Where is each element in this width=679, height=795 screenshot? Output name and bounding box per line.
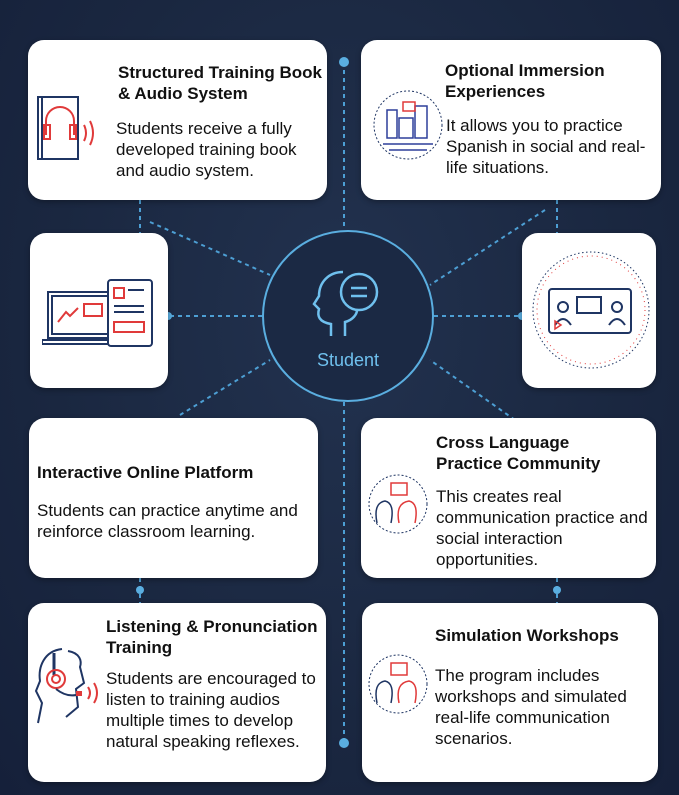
- card-body: The program includes workshops and simul…: [435, 666, 627, 748]
- card-body: This creates real communication practice…: [436, 487, 648, 569]
- student-hub: Student: [262, 230, 434, 402]
- card-laptop-tablet: [30, 233, 168, 388]
- laptop-tablet-icon: [42, 279, 153, 347]
- head-speech-bubble-icon: [312, 270, 379, 336]
- card-immersion: Optional Immersion Experiences It allows…: [361, 40, 661, 200]
- card-title: Interactive Online Platform: [37, 463, 254, 482]
- card-title: Listening & Pronunciation Training: [106, 617, 318, 657]
- card-listening: Listening & Pronunciation Training Stude…: [28, 603, 326, 782]
- book-headphones-icon: [37, 96, 94, 160]
- headset-head-icon: [34, 648, 98, 724]
- city-scene-icon: [373, 90, 443, 160]
- card-body: Students receive a fully developed train…: [116, 119, 297, 180]
- card-title: Cross Language Practice Community: [436, 433, 601, 473]
- card-title: Structured Training Book & Audio System: [118, 63, 323, 103]
- card-cross-language: Cross Language Practice Community This c…: [361, 418, 656, 578]
- card-body: It allows you to practice Spanish in soc…: [446, 116, 646, 177]
- video-conversation-icon: [532, 251, 650, 369]
- student-label: Student: [316, 350, 380, 370]
- card-title: Optional Immersion Experiences: [445, 61, 605, 101]
- card-body: Students can practice anytime and reinfo…: [37, 501, 298, 541]
- card-online-platform: Interactive Online Platform Students can…: [29, 418, 318, 578]
- people-chat-icon: [368, 474, 428, 534]
- card-structured-training: Structured Training Book & Audio System …: [28, 40, 327, 200]
- card-simulation: Simulation Workshops The program include…: [362, 603, 658, 782]
- card-video-conversation: [522, 233, 656, 388]
- card-title: Simulation Workshops: [435, 626, 619, 645]
- card-body: Students are encouraged to listen to tra…: [106, 669, 316, 751]
- people-chat-icon: [368, 654, 428, 714]
